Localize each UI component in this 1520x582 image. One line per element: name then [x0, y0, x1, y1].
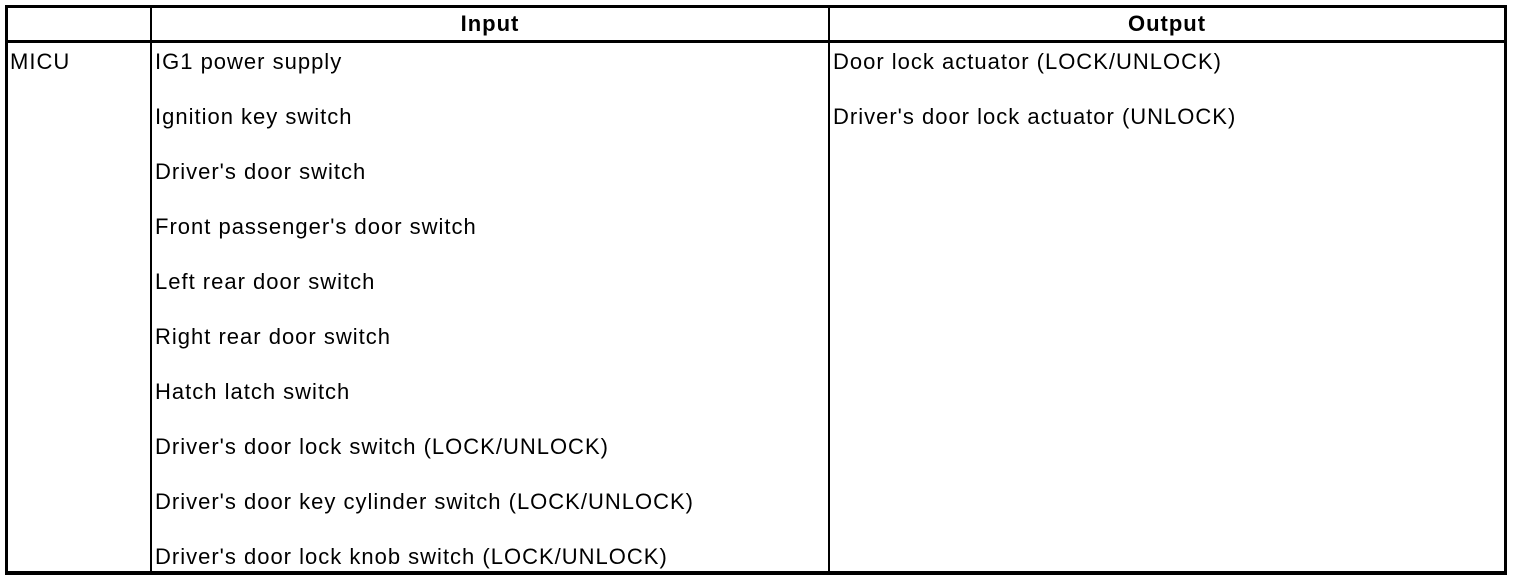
output-column-header: Output: [1127, 11, 1207, 36]
input-item: Driver's door switch: [155, 159, 367, 184]
input-item: Left rear door switch: [155, 269, 376, 294]
output-item: Driver's door lock actuator (UNLOCK): [833, 104, 1237, 129]
input-item: Hatch latch switch: [155, 379, 351, 404]
input-item: IG1 power supply: [155, 49, 343, 74]
input-column-header: Input: [152, 8, 830, 40]
micu-io-table: Input Output MICU IG1 power supply Ignit…: [5, 5, 1507, 575]
input-item: Right rear door switch: [155, 324, 391, 349]
output-item: Door lock actuator (LOCK/UNLOCK): [833, 49, 1222, 74]
input-item: Driver's door lock switch (LOCK/UNLOCK): [155, 434, 609, 459]
corner-header-cell: [8, 8, 152, 40]
table-body-row: MICU IG1 power supply Ignition key switc…: [8, 43, 1504, 571]
table-header-row: Input Output: [8, 8, 1504, 43]
input-item: Ignition key switch: [155, 104, 353, 129]
input-item: Driver's door lock knob switch (LOCK/UNL…: [155, 544, 668, 569]
input-list-cell: IG1 power supply Ignition key switch Dri…: [152, 43, 830, 571]
input-item: Driver's door key cylinder switch (LOCK/…: [155, 489, 694, 514]
input-item: Front passenger's door switch: [155, 214, 477, 239]
output-list-cell: Door lock actuator (LOCK/UNLOCK) Driver'…: [830, 43, 1504, 571]
row-label-micu: MICU: [8, 43, 152, 571]
